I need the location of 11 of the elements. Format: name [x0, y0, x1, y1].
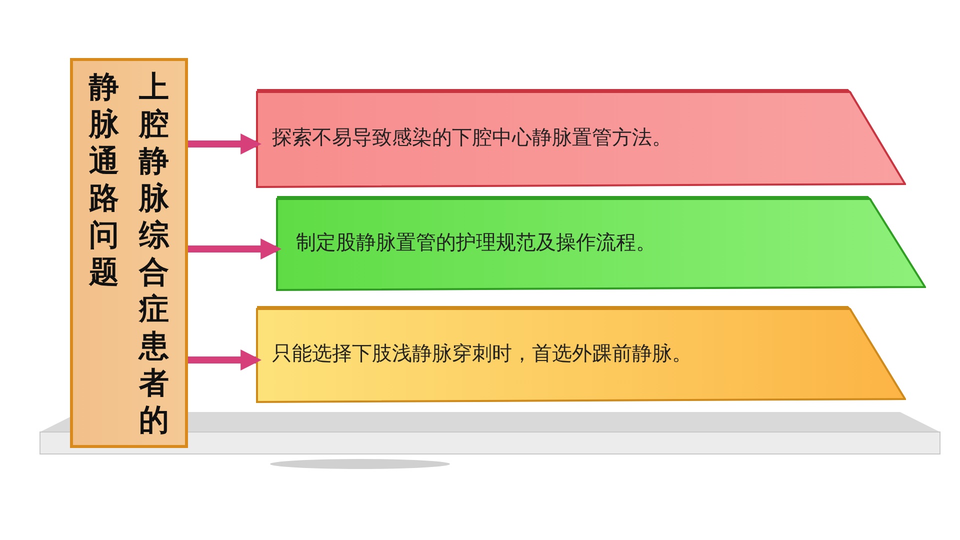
banner-text: 探索不易导致感染的下腔中心静脉置管方法。 [272, 124, 672, 151]
banner-box [256, 305, 906, 403]
banner-text: 只能选择下肢浅静脉穿刺时，首选外踝前静脉。 [272, 340, 692, 367]
arrow [188, 350, 262, 370]
banner-text: 制定股静脉置管的护理规范及操作流程。 [296, 229, 656, 256]
arrow [188, 238, 282, 260]
title-panel [70, 58, 188, 448]
vertical-title: 上腔静脉综合症患者的静脉通路问题 [89, 69, 169, 439]
banner-box [276, 195, 926, 291]
banner-box [256, 88, 906, 188]
arrow [188, 134, 262, 154]
